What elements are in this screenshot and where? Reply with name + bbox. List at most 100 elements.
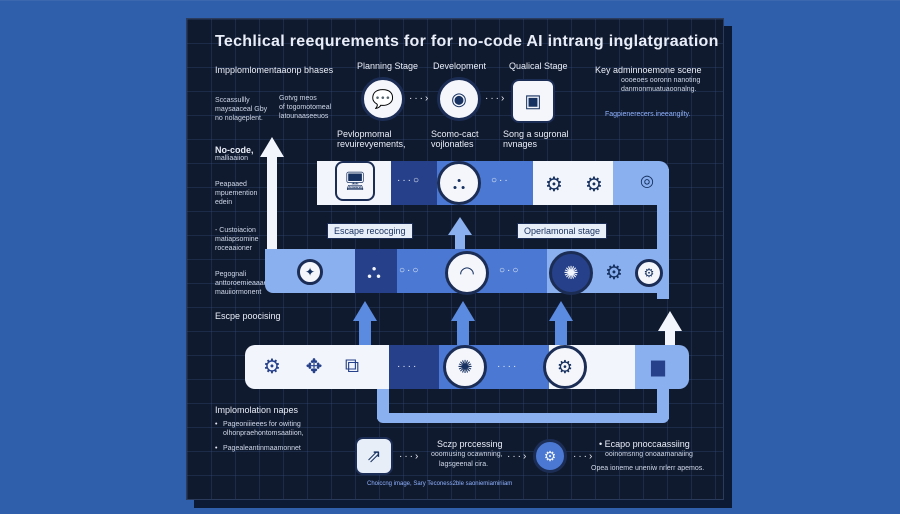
note-esc-right2: ooinomsnng onoaamanaiing (605, 451, 693, 458)
connector-dots: ○·○ (399, 265, 421, 276)
arrow-shaft (665, 329, 675, 349)
label-prepared: Peapaaed (215, 181, 247, 188)
up-arrow-icon (353, 301, 377, 321)
cursor-icon: ⇗ (366, 445, 382, 466)
label-custom-sub2: roceaaioner (215, 245, 252, 252)
cursor-icon: ✦ (304, 265, 316, 279)
note-scal3: no nolageplent. (215, 115, 263, 122)
label-proposal-sub: anttoroemieaaae (215, 280, 268, 287)
row2-navy (355, 249, 397, 293)
planning-circle: 💬 (361, 77, 405, 121)
label-proposal-sub2: mauiiormonent (215, 289, 262, 296)
connector-dots: ···· (497, 361, 519, 372)
diagram-board: Techlical reequrements for for no-code A… (186, 18, 724, 500)
note-b2: Pagealeantinmaamonnet (223, 445, 301, 452)
row3-light (635, 345, 689, 389)
arrow-shaft (455, 233, 465, 253)
row2-end-circle: ⚙ (635, 259, 663, 287)
gear-icon: ⚙ (543, 447, 557, 464)
bg-line (0, 0, 900, 1)
note-admin-link: Fagpienerecers.ineeangilty. (605, 111, 691, 118)
label-custom-sub: matiapsomine (215, 236, 259, 243)
development-circle: ◉ (437, 77, 481, 121)
note-cg2: of togomotomeal (279, 104, 332, 111)
gear-icon: ✺ (563, 262, 579, 283)
up-arrow-icon (658, 311, 682, 331)
note-cg1: Gotvg meos (279, 95, 317, 102)
connector-dots: ···› (485, 93, 507, 104)
label-quality-stage: Qualical Stage (509, 61, 568, 71)
note-esc-right3: Opea ioneme uneniw nrlerr apemos. (591, 465, 705, 472)
row2-gear-circle: ✺ (549, 251, 593, 295)
connector-dots: ···› (507, 451, 529, 462)
row2-cursor-circle: ✦ (297, 259, 323, 285)
row3-target-circle: ✺ (443, 345, 487, 389)
gear-icon: ◎ (640, 173, 654, 190)
label-impl-phases: Impplomlomentaaonp bhases (215, 65, 334, 75)
note-scap: Sczp prccessing (437, 439, 503, 449)
connector-dots: ···› (573, 451, 595, 462)
bottom-gear-circle: ⚙ (533, 439, 567, 473)
up-arrow-icon (448, 217, 472, 235)
connector-dots: ○·· (491, 175, 510, 186)
caption-score: Scomo-cact (431, 129, 479, 139)
label-proposal: Pegognali (215, 271, 247, 278)
stage-operational: Operlamonal stage (517, 223, 608, 239)
connector-vertical (377, 389, 389, 419)
label-escape-left: Escpe poocising (215, 311, 281, 321)
connector-dots: ···› (409, 93, 431, 104)
bottom-cursor-square: ⇗ (355, 437, 393, 475)
wifi-icon: ◠ (459, 262, 475, 283)
gear-icon: ⚙ (263, 355, 281, 378)
target-icon: ◉ (451, 88, 467, 109)
row1-monitor: 🖥 (335, 161, 375, 201)
connector-vertical (657, 389, 669, 419)
caption-dev-req2: revuirevyements, (337, 139, 406, 149)
arrow-shaft (267, 155, 277, 281)
network-icon: ⛬ (452, 172, 466, 193)
stage-escape-recocging: Escape recocging (327, 223, 413, 239)
monitor-icon: ▣ (524, 90, 542, 111)
note-scap2: ooomusing ocawnning, (431, 451, 503, 458)
label-nocode-sub: malliaaiion (215, 155, 249, 162)
bullet-1: • (215, 421, 218, 428)
connector-dots: ···○ (397, 175, 422, 186)
monitor-icon: 🖥 (343, 170, 367, 191)
arrow-icon: ⧉ (344, 354, 360, 377)
caption-song2: nvnages (503, 139, 538, 149)
note-admin1: oooeoes ooronn nanoting (621, 77, 701, 84)
speech-bubbles-icon: 💬 (371, 88, 395, 109)
footer-note: Choiccng image, Sary Teconess2ble saonie… (367, 481, 513, 487)
caption-song: Song a sugronal (503, 129, 569, 139)
note-esc-right: • Ecapo pnoccaassiing (599, 439, 690, 449)
row1-network-circle: ⛬ (437, 161, 481, 205)
label-custom: - Custoiacion (215, 227, 256, 234)
label-nocode: No-code, (215, 145, 254, 155)
label-development: Development (433, 61, 487, 71)
target-icon: ✺ (457, 356, 473, 377)
label-prepared-sub: mpuemention (215, 190, 258, 197)
note-scal2: maysaaceal Gby (215, 106, 268, 113)
connector-dots: ···› (399, 451, 421, 462)
row2-wifi-circle: ◠ (445, 251, 489, 295)
label-impl-napes: Implomolation napes (215, 405, 299, 415)
row3-navy (389, 345, 439, 389)
note-scal1: Sccassullly (215, 97, 250, 104)
quality-square: ▣ (511, 79, 555, 123)
diagram-title: Techlical reequrements for for no-code A… (215, 33, 719, 50)
connector-horizontal (377, 413, 669, 423)
caption-score2: vojlonatles (431, 139, 474, 149)
note-b1b: olhonpraehontomsaatiion, (223, 430, 304, 437)
row1-white2 (533, 161, 613, 205)
up-arrow-icon (260, 137, 284, 157)
bullet-2: • (215, 445, 218, 452)
note-cg3: latounaaseeuos (279, 113, 329, 120)
note-b1: Pageoniiieees for owiting (223, 421, 301, 428)
gear-icon: ⚙ (556, 356, 574, 377)
up-arrow-icon (549, 301, 573, 321)
connector-dots: ○·○ (499, 265, 521, 276)
arrow-shaft (359, 319, 371, 347)
gear-icon: ⚙ (545, 173, 563, 196)
row1-navy (391, 161, 437, 205)
row3-gear-circle: ⚙ (543, 345, 587, 389)
